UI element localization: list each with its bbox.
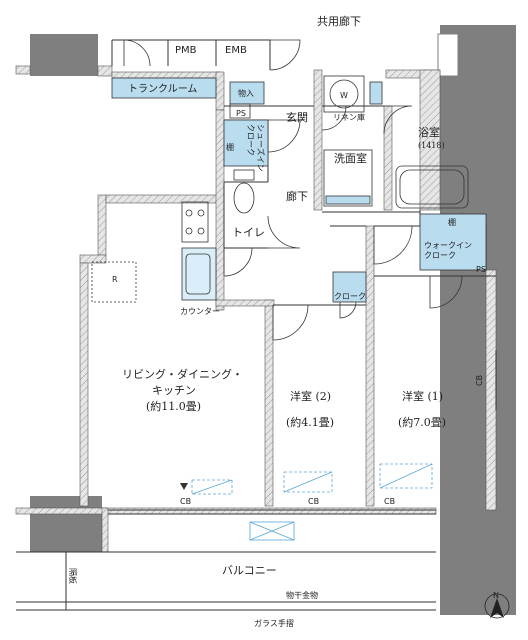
outer-wall-right: [440, 25, 516, 615]
label-washroom: 洗面室: [334, 151, 367, 165]
label-room2-size: (約4.1畳): [286, 415, 334, 429]
label-room1-size: (約7.0畳): [398, 415, 446, 429]
label-cb-side: CB: [475, 375, 484, 386]
label-counter: カウンター: [180, 307, 220, 316]
label-walk-in-closet: ウォークインクローク: [424, 241, 472, 260]
shoes-in-closet: [223, 119, 269, 167]
trunk-room: [111, 77, 217, 99]
label-ps-top: PS: [236, 109, 246, 118]
column-right-upper: [437, 33, 459, 77]
label-closet: クローク: [334, 292, 366, 301]
label-cb-room2: CB: [308, 497, 319, 506]
vanity: [323, 149, 373, 207]
label-room1-name: 洋室 (1): [402, 389, 443, 403]
label-ps-right: PS: [476, 265, 486, 274]
label-shoes-in-closet: シューズインクローク: [246, 124, 266, 172]
windows: [191, 463, 433, 541]
doors: [123, 39, 463, 341]
shoes-in-closet-text: シューズインクローク: [246, 124, 266, 172]
toilet-bowl: [233, 182, 255, 214]
closet-room2: [332, 271, 367, 303]
storage-fills: [111, 77, 487, 303]
cb-marker: [180, 483, 188, 490]
washing-machine: [323, 75, 365, 113]
north-arrow-shape: [490, 598, 504, 618]
label-washer: W: [340, 91, 348, 100]
walk-in-closet: [419, 213, 487, 271]
label-linen-cabinet: リネン庫: [333, 112, 365, 122]
label-wic-shelf: 棚: [448, 217, 456, 227]
label-ldk-size: (約11.0畳): [146, 399, 201, 413]
label-room2-name: 洋室 (2): [290, 389, 331, 403]
hatched-walls: [15, 65, 497, 553]
label-partition: 隔板: [68, 568, 78, 584]
label-storage: 物入: [238, 88, 254, 98]
sash-lines: [108, 350, 497, 511]
fixtures: [91, 75, 469, 303]
text-line: クローク: [424, 251, 456, 260]
text-line: クローク: [246, 124, 255, 156]
kitchen-sink: [185, 253, 211, 295]
label-bathroom: 浴室: [418, 125, 440, 139]
label-cb-ldk: CB: [180, 497, 191, 506]
column-top-left: [30, 34, 98, 76]
label-ldk-line1: リビング・ダイニング・: [122, 367, 243, 381]
label-pmb: PMB: [175, 45, 197, 56]
linen-cabinet: [369, 81, 383, 105]
counter: [181, 247, 217, 301]
fridge: [91, 261, 137, 303]
label-fridge: R: [112, 275, 118, 284]
label-emb: EMB: [225, 45, 247, 56]
label-bath-size: (1418): [418, 141, 445, 150]
stove: [181, 201, 209, 243]
label-balcony: バルコニー: [222, 564, 277, 577]
label-ldk-line2: キッチン: [152, 384, 196, 397]
label-common-corridor: 共用廊下: [317, 14, 361, 28]
label-trunk-room: トランクルーム: [128, 83, 197, 95]
text-line: ウォークイン: [424, 241, 472, 250]
label-entrance: 玄関: [286, 110, 308, 124]
column-bottom-left: [30, 496, 102, 552]
label-north: N: [493, 591, 499, 600]
label-toilet: トイレ: [232, 226, 265, 239]
bathtub: [395, 165, 469, 209]
text-line: シューズイン: [256, 124, 266, 172]
label-glass-railing: ガラス手摺: [254, 618, 294, 628]
label-cb-room1: CB: [384, 497, 395, 506]
label-shoe-shelf: 棚: [226, 142, 234, 152]
label-hallway: 廊下: [286, 189, 308, 203]
label-drying-hardware: 物干金物: [286, 590, 318, 600]
